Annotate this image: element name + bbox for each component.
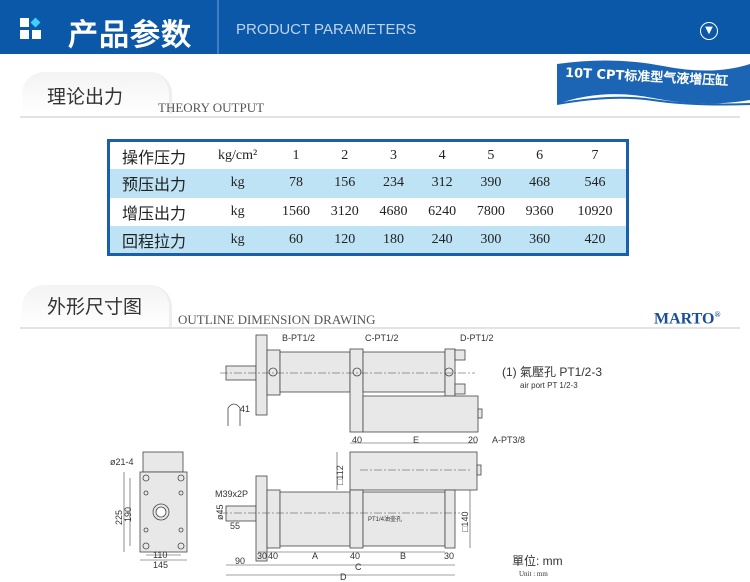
dim-label: ø45	[215, 504, 225, 520]
dim-label: 41	[240, 404, 250, 414]
product-banner	[556, 60, 750, 106]
table-cell: 234	[382, 175, 404, 191]
table-cell: 360	[529, 231, 551, 247]
top-view	[225, 334, 483, 433]
dim-label: B	[400, 551, 406, 561]
table-cell: 240	[431, 231, 453, 247]
table-cell: 420	[584, 231, 606, 247]
dim-label: 110	[153, 550, 167, 560]
table-cell: 120	[334, 231, 356, 247]
table-cell: 300	[480, 231, 502, 247]
dim-label: 55	[230, 521, 240, 531]
table-cell: 6	[536, 147, 544, 163]
grid-logo-icon	[20, 17, 42, 40]
chevron-down-circle-icon[interactable]: ▼	[700, 22, 718, 40]
table-cell: 1	[292, 147, 300, 163]
row-unit: kg	[230, 175, 245, 191]
table-cell: 78	[289, 175, 304, 191]
port-label-a: A-PT3/8	[492, 435, 525, 445]
section-subtitle-outline: OUTLINE DIMENSION DRAWING	[178, 312, 376, 327]
air-port-note-en: air port PT 1/2-3	[520, 381, 578, 390]
unit-label-en: Unit : mm	[519, 570, 548, 578]
dim-label: 190	[123, 507, 133, 522]
section-title-outline: 外形尺寸图	[47, 296, 143, 318]
row-label: 增压出力	[122, 205, 187, 223]
dim-label: E	[413, 435, 419, 445]
table-cell: 2	[341, 147, 349, 163]
row-label: 回程拉力	[122, 233, 187, 251]
dim-label: D	[340, 572, 347, 582]
dim-label: 40	[268, 551, 278, 561]
table-cell: 4680	[379, 203, 408, 219]
dim-label: 30	[444, 551, 454, 561]
section-title-theory: 理论出力	[47, 86, 124, 108]
page-subtitle: PRODUCT PARAMETERS	[236, 21, 417, 38]
table-cell: 6240	[428, 203, 457, 219]
table-row: 增压出力 kg 1560 3120 4680 6240 7800 9360 10920	[109, 198, 628, 227]
dim-label: A	[312, 551, 318, 561]
table-cell: 3120	[330, 203, 359, 219]
dim-label: 30	[257, 551, 267, 561]
page-title: 产品参数	[68, 18, 192, 53]
dim-label: □112	[335, 465, 345, 485]
dim-label: 225	[114, 510, 124, 525]
brand-logo: MARTO®	[654, 310, 721, 328]
table-cell: 156	[334, 175, 356, 191]
dim-label: M39x2P	[215, 489, 248, 499]
row-label: 预压出力	[122, 177, 187, 195]
table-cell: 9360	[525, 203, 554, 219]
side-view	[139, 451, 188, 553]
front-view	[225, 451, 482, 562]
table-cell: 312	[431, 175, 453, 191]
port-label-b: B-PT1/2	[282, 333, 315, 343]
table-cell: 5	[487, 147, 495, 163]
table-row: 预压出力 kg 78 156 234 312 390 468 546	[108, 169, 628, 198]
air-port-note: (1) 氣壓孔 PT1/2-3	[502, 365, 602, 379]
table-cell: 180	[382, 231, 404, 247]
table-cell: 7	[591, 147, 599, 163]
dim-label: 20	[468, 435, 478, 445]
divider	[20, 327, 740, 329]
divider	[217, 0, 219, 54]
row-unit: kg	[230, 203, 245, 219]
header-bar: 产品参数 PRODUCT PARAMETERS ▼	[0, 0, 750, 54]
row-unit: kg/cm²	[218, 147, 258, 163]
table-cell: 468	[529, 175, 551, 191]
table-cell: 10920	[577, 203, 613, 219]
unit-label: 單位: mm	[512, 553, 563, 568]
table-cell: 1560	[282, 203, 311, 219]
dim-label: □140	[460, 512, 470, 532]
section-subtitle-theory: THEORY OUTPUT	[158, 100, 265, 115]
table-cell: 4	[438, 147, 446, 163]
dim-label: C	[355, 562, 362, 572]
oil-port-label: PT1/4油壶孔	[368, 515, 402, 523]
table-row: 操作压力 kg/cm² 1 2 3 4 5 6 7	[109, 141, 628, 170]
table-row: 回程拉力 kg 60 120 180 240 300 360 420	[108, 226, 628, 255]
dim-label: 40	[350, 551, 360, 561]
section-tab	[22, 285, 172, 327]
port-label-c: C-PT1/2	[365, 333, 399, 343]
table-cell: 3	[389, 147, 397, 163]
dim-label: 40	[352, 435, 362, 445]
dim-label: 90	[235, 556, 245, 566]
divider	[20, 116, 740, 118]
table-cell: 546	[584, 175, 606, 191]
row-unit: kg	[230, 231, 245, 247]
row-label: 操作压力	[122, 149, 187, 167]
port-label-d: D-PT1/2	[460, 333, 494, 343]
section-tab	[22, 72, 172, 114]
table-cell: 7800	[476, 203, 505, 219]
table-cell: 60	[289, 231, 304, 247]
table-cell: 390	[480, 175, 502, 191]
dim-label: ø21-4	[110, 457, 134, 467]
dim-label: 145	[153, 560, 168, 570]
